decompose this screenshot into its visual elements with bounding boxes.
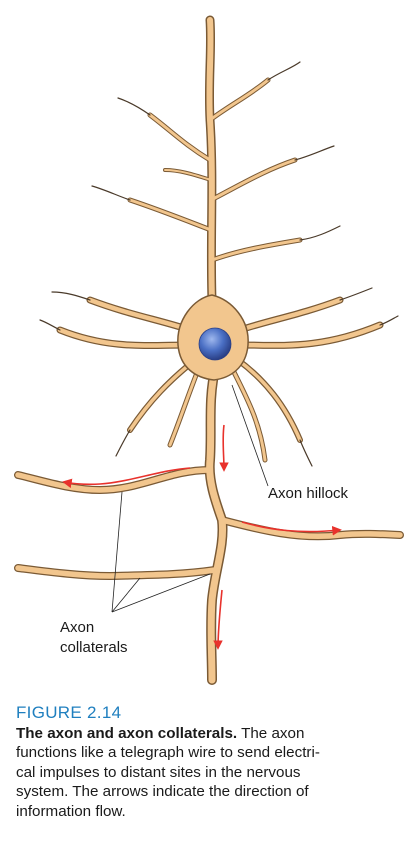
axon-collaterals-label: Axon collaterals	[60, 618, 128, 658]
caption-line-5: information flow.	[16, 802, 126, 820]
caption-line-2: functions like a telegraph wire to send …	[16, 744, 320, 762]
caption-line-4: system. The arrows indicate the directio…	[16, 783, 309, 801]
figure-number: FIGURE 2.14	[16, 703, 122, 722]
arrow-axon-lower	[213, 589, 223, 650]
axon-collaterals-label-line2: collaterals	[60, 639, 128, 656]
arrow-collateral-right	[241, 521, 342, 536]
arrow-axon-upper	[219, 424, 229, 472]
arrow-collateral-left	[62, 467, 191, 489]
caption-text-1: The axon	[237, 725, 305, 742]
figure-caption: The axon and axon collaterals. The axon …	[16, 724, 400, 821]
axon-hillock-label: Axon hillock	[268, 485, 349, 502]
caption-line-1: The axon and axon collaterals. The axon	[16, 724, 400, 743]
signal-arrows	[62, 424, 342, 650]
nucleus	[198, 327, 232, 361]
axon-collaterals-label-line1: Axon	[60, 619, 95, 636]
caption-title: The axon and axon collaterals.	[16, 725, 238, 742]
label-leaders	[111, 384, 269, 613]
caption-line-3: cal impulses to distant sites in the ner…	[16, 763, 301, 781]
neuron-diagram	[14, 15, 404, 685]
